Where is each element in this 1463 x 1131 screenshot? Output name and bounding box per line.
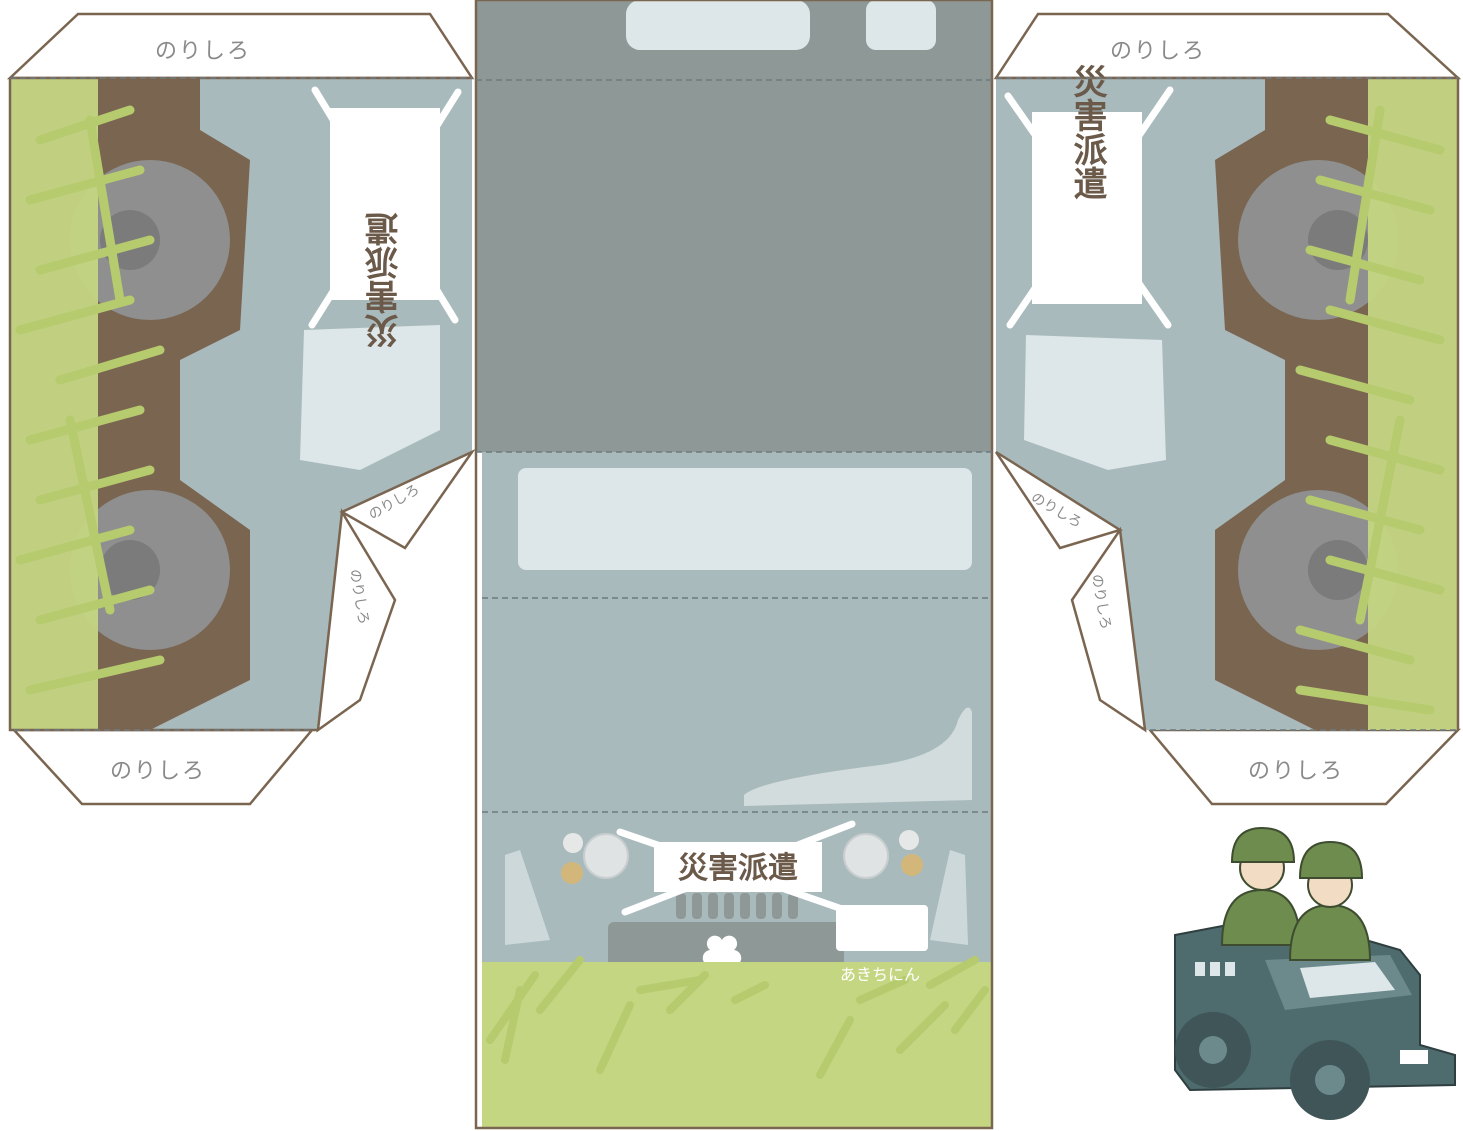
left-side-banner: 災害派遣 (308, 86, 462, 348)
soldier-icon (1220, 826, 1302, 946)
left-arch-glue-label-2: のりしろ (346, 568, 371, 626)
windshield (518, 468, 972, 570)
right-side-panel: のりしろ のりしろ 災害派遣 のりしろ のりしろ (993, 12, 1462, 806)
left-top-glue-label: のりしろ (155, 39, 251, 64)
front-banner: 災害派遣 (616, 820, 856, 916)
rear-window-left (626, 0, 810, 50)
right-banner-text: 災害派遣 (1067, 64, 1107, 200)
left-fender-light (505, 850, 550, 945)
right-grass (1368, 78, 1458, 730)
left-arch-glue-tab-2 (316, 508, 397, 733)
grille-slots (676, 893, 798, 919)
left-banner-text: 災害派遣 (365, 212, 405, 348)
right-fender-light (930, 850, 968, 945)
soldier-icon (1288, 840, 1372, 961)
headlight-right (843, 833, 889, 879)
turn-signal-left (561, 862, 583, 884)
left-grass-blades (15, 105, 165, 695)
license-plate (836, 905, 928, 951)
hood-highlight (744, 707, 972, 806)
right-arch-glue-label-2: のりしろ (1088, 573, 1113, 631)
headlight-left (583, 833, 629, 879)
right-arch-glue-tab-2 (1070, 526, 1147, 733)
right-side-window (1024, 335, 1166, 470)
center-outline (474, 0, 994, 1130)
right-arch-glue-tab-1 (994, 450, 1123, 550)
left-arch-glue-tab-1 (339, 448, 476, 550)
front-banner-text: 災害派遣 (678, 851, 798, 886)
left-side-window (300, 325, 440, 470)
right-bottom-glue-label: のりしろ (1248, 759, 1344, 784)
right-top-glue-tab (993, 12, 1462, 80)
rear-window-right (866, 0, 936, 50)
small-light-left (563, 833, 583, 853)
right-grass-blades (1295, 105, 1445, 715)
artist-signature: あきちにん (840, 965, 920, 984)
small-light-right (899, 830, 919, 850)
front-emblem-icon (702, 935, 742, 978)
grass-blades-front (486, 956, 989, 1079)
right-side-banner: 災害派遣 (1004, 64, 1174, 329)
left-grass (10, 78, 98, 730)
left-side-panel: のりしろ のりしろ 災害派遣 のりしろ (6, 12, 476, 806)
turn-signal-right (901, 854, 923, 876)
roof-panel (476, 80, 992, 452)
center-strip: 災害派遣 あきちにん (474, 0, 994, 1130)
finished-vehicle-icon (1174, 826, 1456, 1120)
left-bottom-glue-label: のりしろ (110, 759, 206, 784)
right-top-glue-label: のりしろ (1110, 39, 1206, 64)
